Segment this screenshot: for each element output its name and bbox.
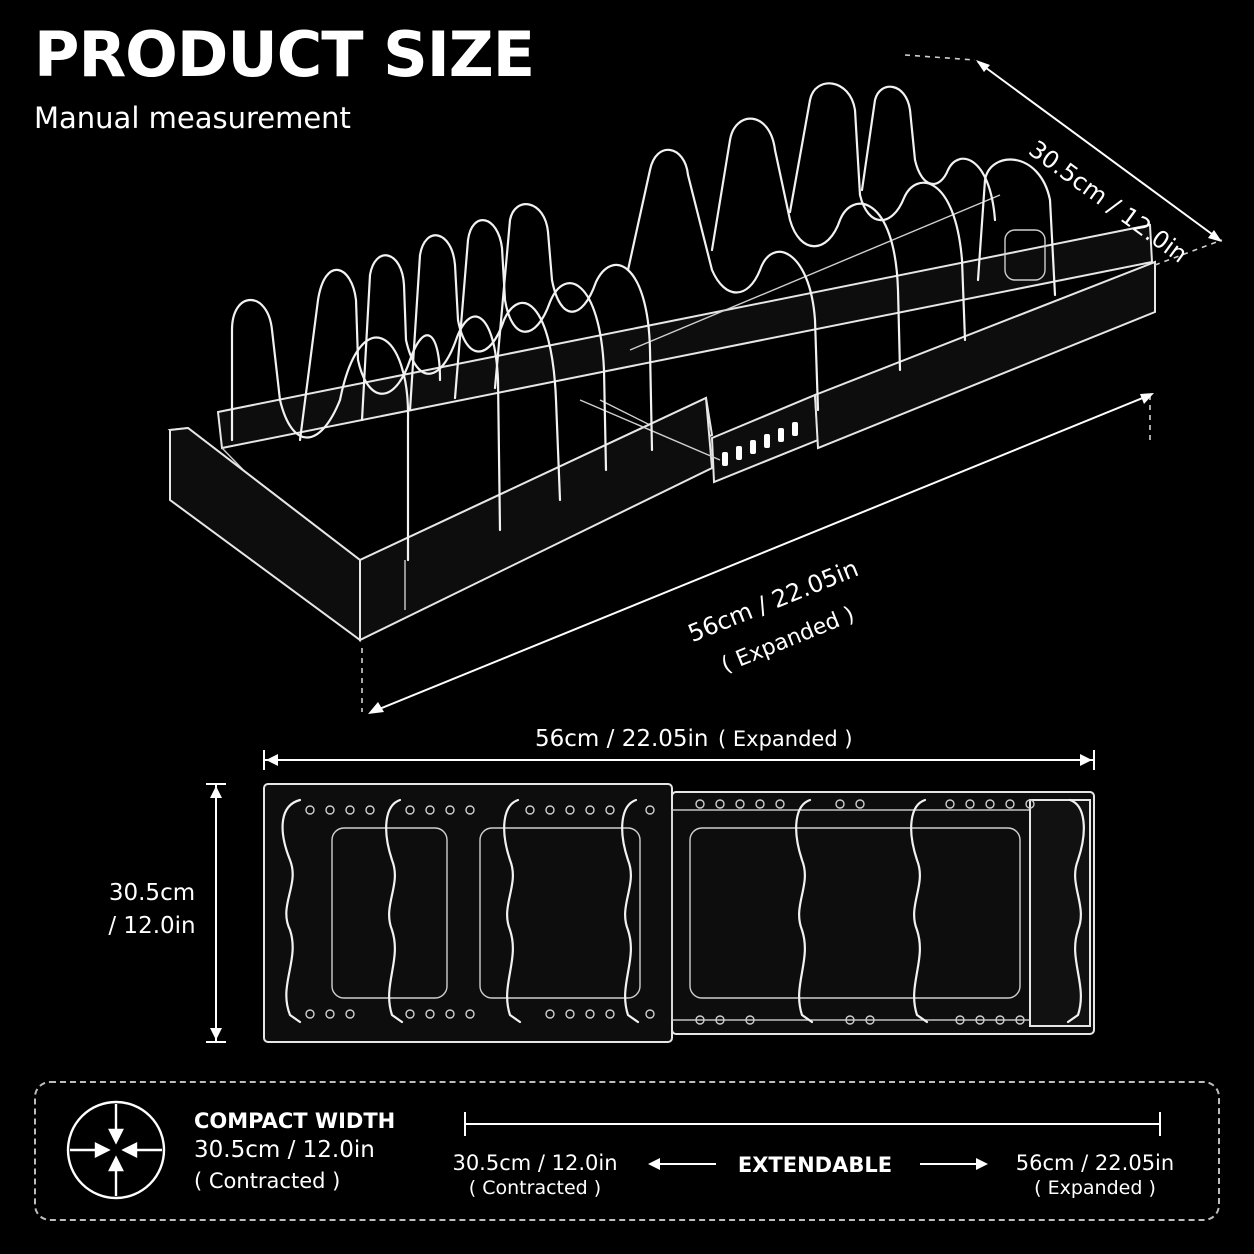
top-depth-label-line1: 30.5cm — [108, 880, 196, 906]
top-width-note: ( Expanded ) — [718, 727, 853, 751]
extend-min-note: ( Contracted ) — [468, 1177, 602, 1199]
size-info-panel — [34, 1081, 1220, 1221]
top-depth-label-line2: / 12.0in — [108, 913, 196, 939]
page-subtitle: Manual measurement — [34, 101, 351, 135]
page-title: PRODUCT SIZE — [34, 18, 535, 91]
extend-max-size: 56cm / 22.05in — [1015, 1151, 1175, 1175]
extend-min-size: 30.5cm / 12.0in — [452, 1151, 618, 1175]
extend-max-note: ( Expanded ) — [1034, 1177, 1156, 1199]
top-width-label: 56cm / 22.05in — [535, 726, 709, 752]
compact-heading: COMPACT WIDTH — [194, 1109, 396, 1133]
extendable-label: EXTENDABLE — [737, 1153, 893, 1177]
compact-note: ( Contracted ) — [194, 1169, 341, 1193]
compact-size: 30.5cm / 12.0in — [194, 1137, 375, 1163]
